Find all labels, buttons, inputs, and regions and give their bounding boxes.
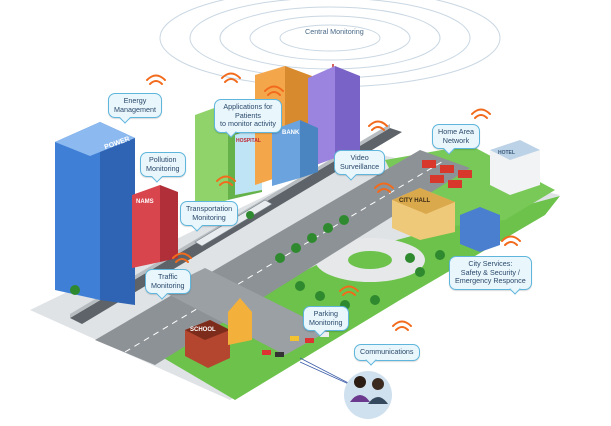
power-building — [55, 122, 135, 305]
plaza-lawn — [348, 251, 392, 269]
central-monitoring-label: Central Monitoring — [305, 27, 364, 36]
callout-parking-monitoring: Parking Monitoring — [303, 306, 349, 332]
parked-cars — [262, 332, 329, 357]
wifi-icons — [146, 72, 521, 331]
callout-transportation-monitoring: Transportation Monitoring — [180, 201, 239, 227]
hospital-sign: HOSPITAL — [236, 138, 261, 144]
church-building — [228, 298, 252, 345]
city-hall-building — [392, 188, 455, 240]
police-station — [460, 207, 500, 252]
callout-pollution-monitoring: Pollution Monitoring — [140, 152, 186, 178]
grass-area — [150, 196, 560, 400]
operators-avatar — [344, 371, 392, 419]
callout-video-surveillance: Video Surveillance — [334, 150, 386, 176]
callout-patient-applications: Applications for Patients to monitor act… — [214, 99, 282, 133]
hotel-sign: HOTEL — [498, 150, 515, 156]
bank-sign: BANK — [282, 130, 300, 136]
callout-home-area-network: Home Area Network — [432, 124, 480, 150]
bank-building — [272, 120, 318, 186]
hotel-building — [490, 140, 540, 195]
callout-communications: Communications — [354, 344, 420, 361]
houses — [422, 160, 472, 188]
callout-energy-management: Energy Management — [108, 93, 162, 119]
nams-sign: NAMS — [136, 199, 154, 205]
nams-building — [132, 185, 178, 268]
city-hall-sign: CITY HALL — [399, 198, 431, 204]
callout-traffic-monitoring: Traffic Monitoring — [145, 269, 191, 295]
school-sign: SCHOOL — [190, 327, 216, 333]
school-building — [185, 320, 230, 368]
callout-city-services: City Services: Safety & Security / Emerg… — [449, 256, 532, 290]
